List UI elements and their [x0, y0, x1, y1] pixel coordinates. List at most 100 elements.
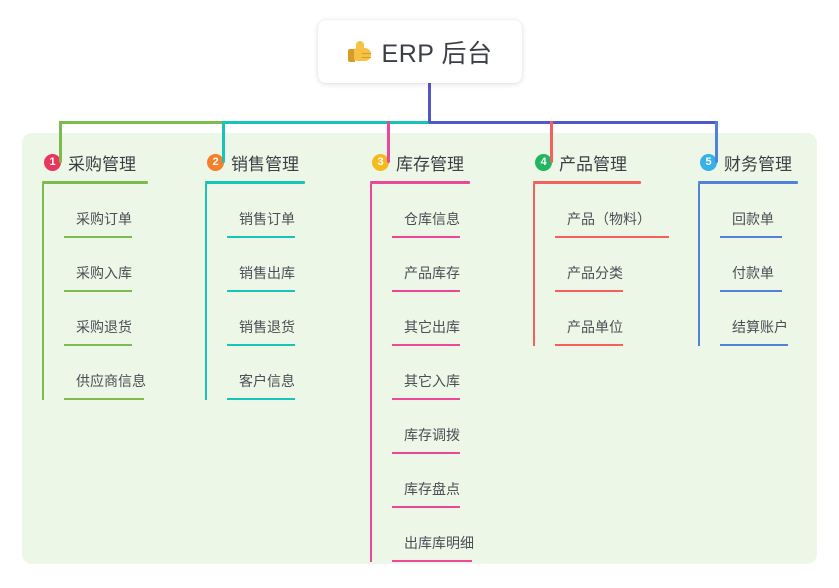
branch-bar-trunk-run: [429, 121, 718, 124]
leaf-item[interactable]: 付款单: [720, 238, 838, 292]
leaf-item[interactable]: 出库库明细: [392, 508, 510, 562]
leaf-item[interactable]: 产品库存: [392, 238, 510, 292]
leaf-item[interactable]: 销售订单: [227, 184, 345, 238]
leaf-item[interactable]: 产品（物料）: [555, 184, 681, 238]
column-rule: [698, 181, 798, 184]
column-rule: [42, 181, 148, 184]
leaf-item-underline: [720, 290, 782, 292]
leaf-item-label: 其它出库: [404, 319, 460, 335]
branch-drop-2: [222, 121, 225, 163]
leaf-item-label: 库存调拨: [404, 427, 460, 443]
leaf-item-label: 结算账户: [732, 319, 788, 335]
column-spine: [205, 184, 207, 400]
leaf-item-underline: [64, 398, 144, 400]
leaf-item[interactable]: 销售出库: [227, 238, 345, 292]
leaf-item-label: 产品分类: [567, 265, 623, 281]
branch-drop-5: [715, 121, 718, 163]
root-node-title: ERP 后台: [381, 39, 493, 68]
leaf-item-underline: [64, 344, 132, 346]
leaf-item[interactable]: 库存盘点: [392, 454, 510, 508]
leaf-item-label: 产品单位: [567, 319, 623, 335]
leaf-item-underline: [720, 236, 782, 238]
column-采购管理: 1 采购管理采购订单采购入库采购退货供应商信息: [42, 149, 188, 400]
leaf-item-underline: [720, 344, 788, 346]
column-title-label: 销售管理: [231, 154, 299, 174]
leaf-item[interactable]: 回款单: [720, 184, 838, 238]
column-items: 产品（物料） 产品分类产品单位: [533, 184, 681, 346]
leaf-item-underline: [64, 290, 132, 292]
column-header-3[interactable]: 3 库存管理: [370, 149, 510, 175]
column-spine: [370, 184, 372, 562]
column-title-label: 财务管理: [724, 154, 792, 174]
root-node-card[interactable]: ERP 后台: [318, 20, 522, 83]
column-rule: [533, 181, 641, 184]
leaf-item[interactable]: 销售退货: [227, 292, 345, 346]
leaf-item-label: 供应商信息: [76, 373, 146, 389]
leaf-item-underline: [392, 398, 460, 400]
leaf-item-underline: [227, 290, 295, 292]
leaf-item-label: 回款单: [732, 211, 774, 227]
leaf-item[interactable]: 采购订单: [64, 184, 188, 238]
column-财务管理: 5 财务管理回款单付款单结算账户: [698, 149, 838, 346]
column-items: 销售订单销售出库销售退货客户信息: [205, 184, 345, 400]
column-销售管理: 2 销售管理销售订单销售出库销售退货客户信息: [205, 149, 345, 400]
leaf-item[interactable]: 客户信息: [227, 346, 345, 400]
leaf-item-label: 采购入库: [76, 265, 132, 281]
leaf-item[interactable]: 仓库信息: [392, 184, 510, 238]
column-items: 采购订单采购入库采购退货供应商信息: [42, 184, 188, 400]
leaf-item[interactable]: 结算账户: [720, 292, 838, 346]
column-badge-5: 5: [700, 153, 717, 171]
leaf-item-underline: [227, 398, 295, 400]
branch-drop-3: [387, 121, 390, 163]
column-badge-2: 2: [207, 153, 224, 171]
column-header-4[interactable]: 4 产品管理: [533, 149, 681, 175]
column-header-5[interactable]: 5 财务管理: [698, 149, 838, 175]
leaf-item-label: 销售订单: [239, 211, 295, 227]
column-header-2[interactable]: 2 销售管理: [205, 149, 345, 175]
column-badge-4: 4: [535, 153, 552, 171]
leaf-item-label: 库存盘点: [404, 481, 460, 497]
leaf-item-label: 出库库明细: [404, 535, 474, 551]
branch-drop-4: [550, 121, 553, 163]
diagram-panel: [22, 133, 817, 564]
column-title-label: 库存管理: [396, 154, 464, 174]
leaf-item[interactable]: 其它入库: [392, 346, 510, 400]
leaf-item-underline: [392, 344, 460, 346]
column-产品管理: 4 产品管理产品（物料） 产品分类产品单位: [533, 149, 681, 346]
column-title-label: 采购管理: [68, 154, 136, 174]
leaf-item-underline: [392, 236, 460, 238]
leaf-item-underline: [555, 236, 669, 238]
leaf-item[interactable]: 供应商信息: [64, 346, 188, 400]
leaf-item-label: 客户信息: [239, 373, 295, 389]
column-title-label: 产品管理: [559, 154, 627, 174]
leaf-item[interactable]: 产品单位: [555, 292, 681, 346]
branch-drop-1: [59, 121, 62, 163]
leaf-item[interactable]: 其它出库: [392, 292, 510, 346]
column-库存管理: 3 库存管理仓库信息产品库存其它出库其它入库库存调拨库存盘点出库库明细: [370, 149, 510, 562]
leaf-item-underline: [555, 344, 623, 346]
column-spine: [42, 184, 44, 400]
leaf-item[interactable]: 采购退货: [64, 292, 188, 346]
column-header-1[interactable]: 1 采购管理: [42, 149, 188, 175]
leaf-item-label: 销售退货: [239, 319, 295, 335]
leaf-item[interactable]: 库存调拨: [392, 400, 510, 454]
column-items: 仓库信息产品库存其它出库其它入库库存调拨库存盘点出库库明细: [370, 184, 510, 562]
leaf-item-label: 产品（物料）: [567, 211, 651, 227]
branch-bar-teal-run: [222, 121, 429, 124]
leaf-item-underline: [392, 290, 460, 292]
leaf-item-label: 产品库存: [404, 265, 460, 281]
leaf-item-underline: [64, 236, 132, 238]
leaf-item-underline: [392, 506, 460, 508]
column-items: 回款单付款单结算账户: [698, 184, 838, 346]
leaf-item[interactable]: 采购入库: [64, 238, 188, 292]
column-spine: [698, 184, 700, 346]
column-spine: [533, 184, 535, 346]
leaf-item-label: 采购订单: [76, 211, 132, 227]
leaf-item-label: 销售出库: [239, 265, 295, 281]
column-rule: [205, 181, 305, 184]
leaf-item[interactable]: 产品分类: [555, 238, 681, 292]
column-rule: [370, 181, 470, 184]
column-badge-1: 1: [44, 153, 61, 171]
leaf-item-underline: [227, 344, 295, 346]
column-badge-3: 3: [372, 153, 389, 171]
